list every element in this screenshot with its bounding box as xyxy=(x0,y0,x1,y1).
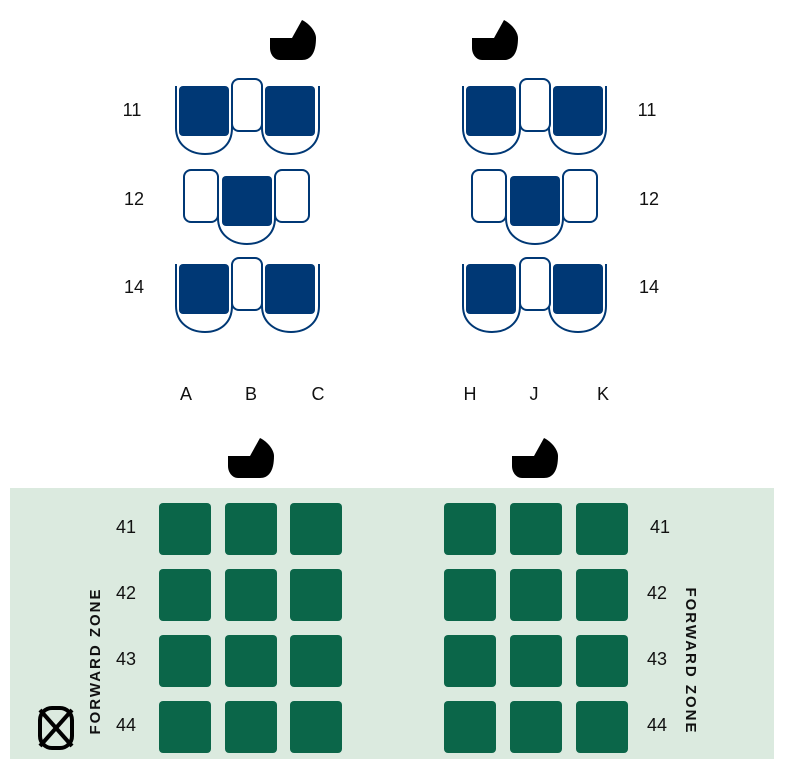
column-label-h: H xyxy=(463,384,477,404)
seat-43H[interactable] xyxy=(444,635,496,687)
seat-pod-11-right xyxy=(462,78,607,156)
no-seat-icon xyxy=(38,706,74,750)
row-label-43-right: 43 xyxy=(646,649,668,669)
seat-42H[interactable] xyxy=(444,569,496,621)
seat-41H[interactable] xyxy=(444,503,496,555)
seat-12K[interactable] xyxy=(562,169,598,223)
row-label-11-left: 11 xyxy=(122,100,142,120)
column-label-c: C xyxy=(311,384,325,404)
seat-11J[interactable] xyxy=(519,78,551,132)
column-label-a: A xyxy=(179,384,192,404)
seat-pod-14-left xyxy=(175,257,320,334)
seat-11B[interactable] xyxy=(231,78,263,132)
seat-44B[interactable] xyxy=(225,701,277,753)
seat-43A[interactable] xyxy=(159,635,211,687)
column-label-k: K xyxy=(596,384,609,404)
row-label-11-right: 11 xyxy=(637,100,657,120)
seat-44H[interactable] xyxy=(444,701,496,753)
bassinet-icon xyxy=(512,438,558,478)
row-label-44-right: 44 xyxy=(646,715,668,735)
column-label-b: B xyxy=(244,384,257,404)
seat-12J[interactable] xyxy=(510,176,560,226)
forward-zone-label-right: FORWARD ZONE xyxy=(682,587,699,735)
row-label-43-left: 43 xyxy=(115,649,137,669)
seat-44A[interactable] xyxy=(159,701,211,753)
seat-14K[interactable] xyxy=(553,264,603,314)
seat-12A[interactable] xyxy=(183,169,219,223)
row-label-42-left: 42 xyxy=(115,583,137,603)
row-label-41-left: 41 xyxy=(115,517,137,537)
seat-43B[interactable] xyxy=(225,635,277,687)
row-label-41-right: 41 xyxy=(649,517,671,537)
bassinet-icon xyxy=(228,438,274,478)
row-label-44-left: 44 xyxy=(115,715,137,735)
seat-42A[interactable] xyxy=(159,569,211,621)
seat-41B[interactable] xyxy=(225,503,277,555)
bassinet-icon xyxy=(472,20,518,60)
row-label-14-right: 14 xyxy=(638,277,660,297)
row-label-12-right: 12 xyxy=(638,189,660,209)
seat-44K[interactable] xyxy=(576,701,628,753)
seat-42K[interactable] xyxy=(576,569,628,621)
seat-11A[interactable] xyxy=(179,86,229,136)
seat-11H[interactable] xyxy=(466,86,516,136)
seat-14A[interactable] xyxy=(179,264,229,314)
seat-11K[interactable] xyxy=(553,86,603,136)
seat-42B[interactable] xyxy=(225,569,277,621)
seat-41J[interactable] xyxy=(510,503,562,555)
seat-42C[interactable] xyxy=(290,569,342,621)
column-label-j: J xyxy=(529,384,539,404)
seat-12B[interactable] xyxy=(222,176,272,226)
seat-pod-12-left xyxy=(183,169,310,246)
row-label-42-right: 42 xyxy=(646,583,668,603)
seat-14J[interactable] xyxy=(519,257,551,311)
row-label-14-left: 14 xyxy=(123,277,145,297)
seat-14H[interactable] xyxy=(466,264,516,314)
seat-pod-14-right xyxy=(462,257,607,334)
seat-12H[interactable] xyxy=(471,169,507,223)
seat-43J[interactable] xyxy=(510,635,562,687)
bassinet-icon xyxy=(270,20,316,60)
seat-44C[interactable] xyxy=(290,701,342,753)
seat-pod-11-left xyxy=(175,78,320,156)
seat-43C[interactable] xyxy=(290,635,342,687)
seat-41A[interactable] xyxy=(159,503,211,555)
seat-14C[interactable] xyxy=(265,264,315,314)
seat-44J[interactable] xyxy=(510,701,562,753)
row-label-12-left: 12 xyxy=(123,189,145,209)
seat-41K[interactable] xyxy=(576,503,628,555)
forward-zone-section xyxy=(10,488,774,759)
seat-pod-12-right xyxy=(471,169,598,246)
seat-14B[interactable] xyxy=(231,257,263,311)
seat-42J[interactable] xyxy=(510,569,562,621)
seat-43K[interactable] xyxy=(576,635,628,687)
seat-12C[interactable] xyxy=(274,169,310,223)
forward-zone-label-left: FORWARD ZONE xyxy=(87,587,104,735)
seat-41C[interactable] xyxy=(290,503,342,555)
seat-11C[interactable] xyxy=(265,86,315,136)
